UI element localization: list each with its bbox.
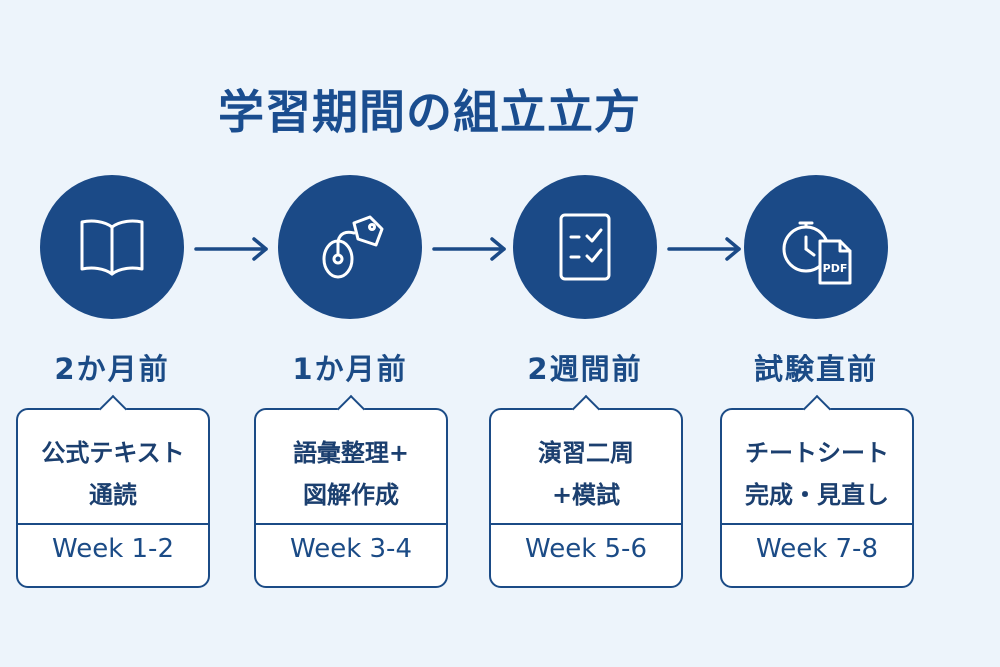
stage-2-description: 語彙整理+ 図解作成 [292,439,410,509]
card-pointer [336,394,366,424]
stage-3-label: 2週間前 [527,352,643,386]
page-title: 学習期間の組立立方 [218,85,641,139]
stage-3-card: 演習二周 +模試 Week 5-6 [489,394,683,588]
stage-4-description: チートシート 完成・見直し [745,439,889,509]
stage-3-description: 演習二周 +模試 [538,439,634,509]
stage-4-icon-circle: PDF [744,175,888,319]
card-divider [491,523,681,525]
card-divider [256,523,446,525]
pdf-label: PDF [823,262,848,275]
stage-1-week: Week 1-2 [52,534,174,564]
stage-4-card: チートシート 完成・見直し Week 7-8 [720,394,914,588]
card-pointer [571,394,601,424]
stage-2-card: 語彙整理+ 図解作成 Week 3-4 [254,394,448,588]
stage-2-icon-circle [278,175,422,319]
stage-4-label: 試験直前 [753,352,878,386]
stage-1-card: 公式テキスト 通読 Week 1-2 [16,394,210,588]
stage-1-label: 2か月前 [54,352,170,386]
card-divider [18,523,208,525]
stopwatch-pdf-icon: PDF [782,221,852,285]
stage-4-week: Week 7-8 [756,534,878,564]
stage-1-description: 公式テキスト 通読 [41,439,185,509]
card-pointer [98,394,128,424]
checklist-icon [559,213,611,281]
card-divider [722,523,912,525]
arrow-right-icon [667,237,741,261]
stage-1-icon-circle [40,175,184,319]
stage-2-label: 1か月前 [292,352,408,386]
stage-2-week: Week 3-4 [290,534,412,564]
stage-3-week: Week 5-6 [525,534,647,564]
open-book-icon [80,219,144,276]
arrow-right-icon [194,237,268,261]
arrow-right-icon [432,237,506,261]
stage-3-icon-circle [513,175,657,319]
card-pointer [802,394,832,424]
mouse-tag-icon [322,215,384,279]
